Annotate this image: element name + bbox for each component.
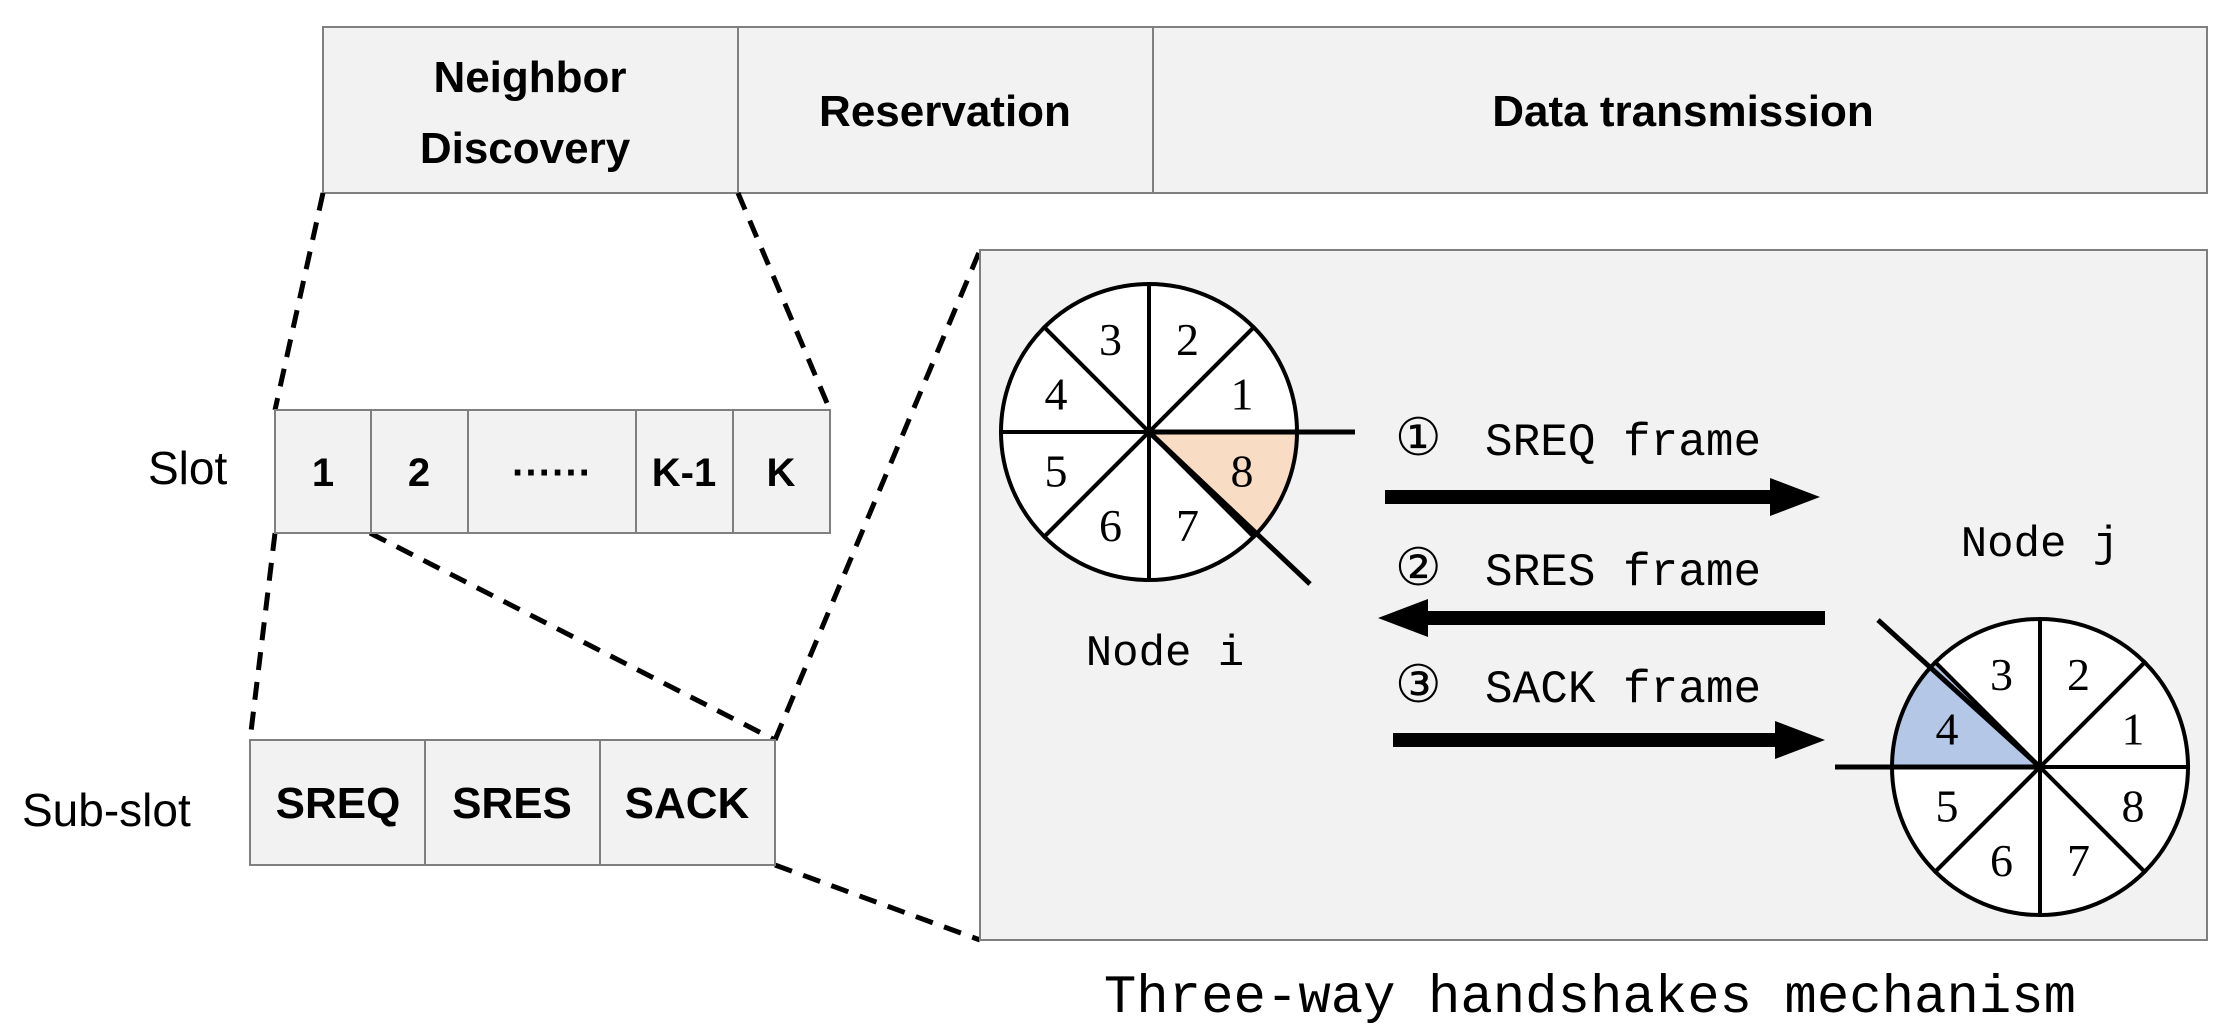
message-text: SACK frame bbox=[1485, 664, 1761, 716]
message-text: SREQ frame bbox=[1485, 417, 1761, 469]
node-j-sector bbox=[1932, 762, 2042, 918]
zoom-line bbox=[247, 532, 278, 741]
node-i-sector-label: 8 bbox=[1230, 446, 1253, 497]
node-j-sector bbox=[1889, 765, 2045, 875]
frame-segment-label: Discovery bbox=[420, 124, 631, 173]
node-j-sector-label: 6 bbox=[1990, 835, 2013, 886]
node-j-sector bbox=[2035, 765, 2191, 875]
subslot-cell bbox=[599, 739, 776, 866]
node-i-beam-line bbox=[1147, 430, 1312, 586]
subslot-cell bbox=[249, 739, 426, 866]
node-j-sector bbox=[2035, 659, 2191, 769]
slot-cell-label: K-1 bbox=[652, 451, 716, 495]
slot-row: Slot 1 2 ······ K-1 K bbox=[148, 409, 831, 534]
slot-cell-label: ······ bbox=[512, 451, 592, 495]
node-i-sector bbox=[1144, 324, 1300, 434]
node-i-sector-wheel: 12 34 56 78 bbox=[998, 281, 1300, 583]
subslot-label: Sub-slot bbox=[22, 784, 191, 836]
message-text: SRES frame bbox=[1485, 547, 1761, 599]
node-j-sector-label: 4 bbox=[1936, 703, 1959, 754]
node-i-sector-label: 5 bbox=[1045, 446, 1068, 497]
subslot-cell-label: SRES bbox=[452, 779, 572, 828]
frame-segment-label: Reservation bbox=[819, 87, 1071, 136]
slot-cell-label: K bbox=[767, 451, 796, 495]
frame-segment-reservation bbox=[737, 26, 1154, 194]
slot-cell bbox=[274, 409, 372, 534]
zoom-line bbox=[735, 192, 833, 411]
node-j-sector-label: 3 bbox=[1990, 649, 2013, 700]
node-i-sector-label: 2 bbox=[1176, 314, 1199, 365]
node-j-sector bbox=[1932, 616, 2042, 772]
message-arrow-head bbox=[1770, 478, 1820, 516]
frame-structure-bar: Neighbor Discovery Reservation Data tran… bbox=[322, 26, 2208, 194]
message-marker: ② bbox=[1395, 539, 1442, 597]
node-i-sector bbox=[1041, 281, 1151, 437]
frame-segment-neighbor-discovery bbox=[322, 26, 739, 194]
node-j-beam-line bbox=[1876, 618, 2042, 769]
node-i-sector bbox=[1147, 281, 1257, 437]
message-arrow-head bbox=[1775, 721, 1825, 759]
node-i-sector bbox=[1147, 427, 1257, 583]
node-i-sector-label: 4 bbox=[1045, 368, 1068, 419]
node-j-sector-wheel: 12 34 56 78 bbox=[1889, 616, 2191, 918]
slot-cell bbox=[467, 409, 637, 534]
message-marker: ③ bbox=[1395, 656, 1442, 714]
zoom-line bbox=[774, 862, 981, 943]
node-i-label: Node i bbox=[1086, 629, 1244, 679]
frame-segment-label: Neighbor bbox=[433, 53, 626, 102]
node-j-sector-label: 7 bbox=[2067, 835, 2090, 886]
message-arrow-head bbox=[1378, 599, 1428, 637]
message-2: ② SRES frame bbox=[1378, 539, 1825, 637]
subslot-cell-label: SREQ bbox=[276, 779, 401, 828]
subslot-cell-label: SACK bbox=[625, 779, 750, 828]
slot-cell bbox=[370, 409, 469, 534]
slot-cell-label: 2 bbox=[408, 451, 430, 495]
node-j-sector-label: 2 bbox=[2067, 649, 2090, 700]
node-j-label: Node j bbox=[1961, 520, 2119, 570]
slot-label: Slot bbox=[148, 442, 227, 494]
frame-segment-data-transmission bbox=[1152, 26, 2208, 194]
node-i-sector bbox=[1041, 427, 1151, 583]
node-j-sector-label: 5 bbox=[1936, 781, 1959, 832]
slot-cell bbox=[635, 409, 734, 534]
node-i-sector-label: 3 bbox=[1099, 314, 1122, 365]
message-marker: ① bbox=[1395, 409, 1442, 467]
node-i-sector-label: 6 bbox=[1099, 500, 1122, 551]
node-i-sector bbox=[998, 324, 1154, 434]
node-i-sector-label: 1 bbox=[1230, 368, 1253, 419]
node-j-sector bbox=[2038, 762, 2148, 918]
subslot-row: Sub-slot SREQ SRES SACK bbox=[22, 739, 776, 866]
zoom-line bbox=[368, 530, 777, 743]
slot-cell-label: 1 bbox=[312, 451, 334, 495]
node-j-sector bbox=[2038, 616, 2148, 772]
frame-segment-label: Data transmission bbox=[1492, 87, 1873, 136]
message-3: ③ SACK frame bbox=[1393, 656, 1825, 759]
zoom-line bbox=[272, 192, 326, 411]
zoom-lines bbox=[247, 192, 983, 943]
node-j-sector-label: 1 bbox=[2121, 703, 2144, 754]
node-i-sector-label: 7 bbox=[1176, 500, 1199, 551]
slot-cell bbox=[732, 409, 831, 534]
message-1: ① SREQ frame bbox=[1385, 409, 1820, 516]
caption: Three-way handshakes mechanism bbox=[1104, 968, 2076, 1029]
node-j-sector-label: 8 bbox=[2121, 781, 2144, 832]
node-i-sector bbox=[998, 430, 1154, 540]
